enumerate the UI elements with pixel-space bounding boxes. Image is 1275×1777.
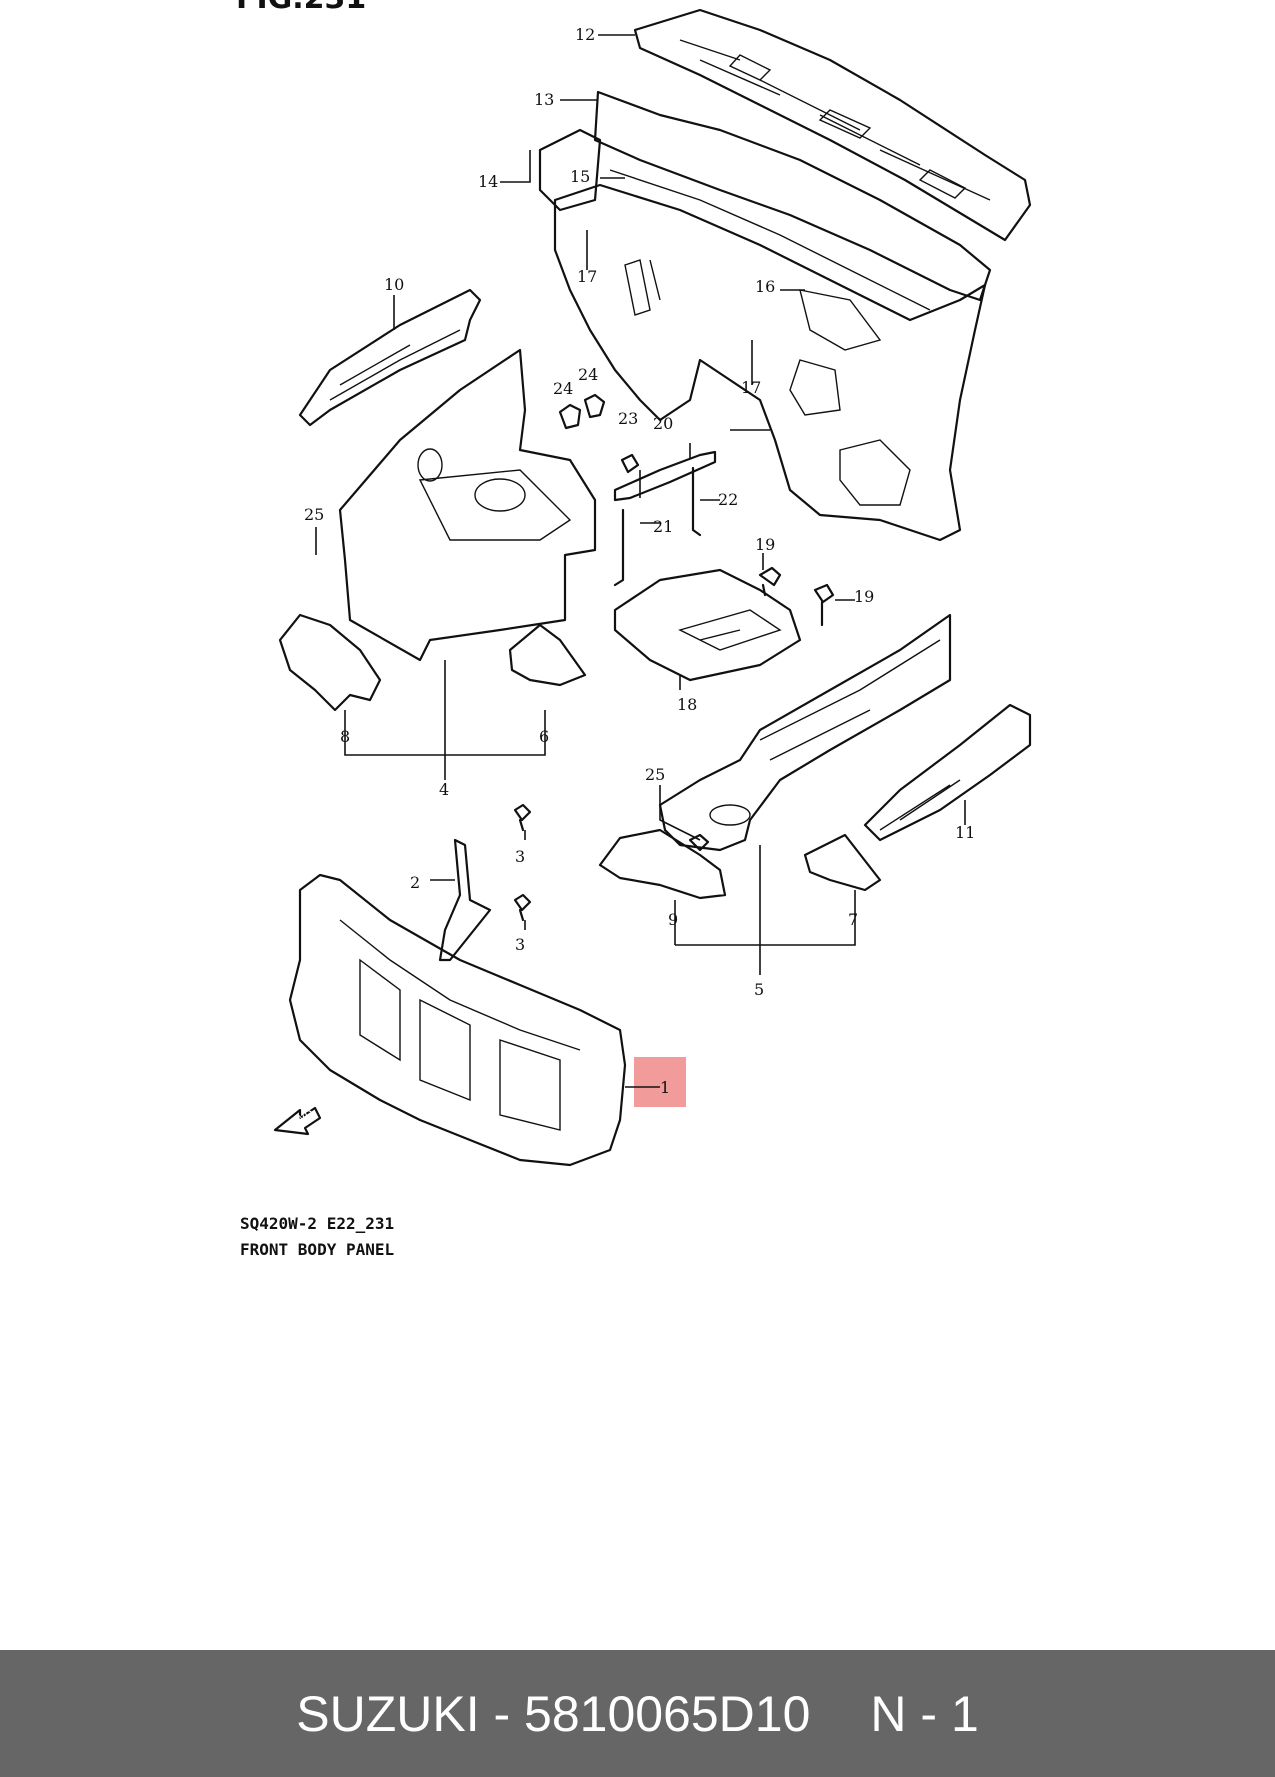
part-dash-panel-lower	[553, 183, 987, 542]
callout-17-right: 17	[741, 378, 761, 397]
callout-1[interactable]: 1	[660, 1078, 670, 1097]
callout-9: 9	[668, 910, 678, 929]
part-member-extension	[863, 703, 1032, 842]
callout-17-left: 17	[577, 267, 597, 286]
part-number-label: SUZUKI - 5810065D10	[296, 1685, 811, 1742]
callout-24-right: 24	[578, 365, 598, 384]
callout-4: 4	[439, 780, 449, 799]
part-info-bar: SUZUKI - 5810065D10 N - 1	[0, 1650, 1275, 1777]
callout-3-lower: 3	[515, 935, 525, 954]
callout-16: 16	[755, 277, 775, 296]
callout-highlight	[634, 1057, 686, 1107]
callout-12: 12	[575, 25, 595, 44]
callout-5: 5	[754, 980, 764, 999]
part-dash-panel-upper	[538, 90, 992, 311]
callout-22: 22	[718, 490, 738, 509]
callout-18: 18	[677, 695, 697, 714]
callout-10: 10	[384, 275, 404, 294]
callout-20: 20	[653, 414, 673, 433]
parts-diagram: FIG.231	[236, 0, 1032, 1167]
callout-8: 8	[340, 727, 350, 746]
quantity-label: N - 1	[870, 1685, 979, 1742]
callout-21: 21	[653, 517, 673, 536]
callout-19-right: 19	[854, 587, 874, 606]
leader-lines	[315, 34, 966, 1088]
callout-23: 23	[618, 409, 638, 428]
part-cowl-top-panel	[633, 8, 1032, 242]
callout-2: 2	[410, 873, 420, 892]
callout-24-left: 24	[553, 379, 573, 398]
part-small-brackets	[558, 393, 717, 587]
fwd-arrow-icon	[273, 1106, 322, 1136]
callout-7: 7	[848, 910, 858, 929]
part-brackets-9-7	[598, 828, 882, 900]
callout-labels: 12 13 14 15 17 16 17 10 24 24 23 20 22 2…	[304, 25, 975, 1097]
part-front-apron	[338, 348, 597, 662]
callout-19-top: 19	[755, 535, 775, 554]
part-strut-reinforcement	[298, 288, 482, 427]
part-brackets-8-6	[278, 613, 587, 712]
callout-14: 14	[478, 172, 498, 191]
fwd-label: FWD	[287, 1107, 316, 1131]
callout-11: 11	[955, 823, 975, 842]
part-front-side-member	[658, 613, 952, 852]
callout-25-lower: 25	[645, 765, 665, 784]
diagram-title: FRONT BODY PANEL	[240, 1240, 395, 1259]
part-hood-lock-brace	[438, 803, 532, 962]
part-radiator-core-support	[288, 873, 627, 1167]
callout-3-upper: 3	[515, 847, 525, 866]
callout-6: 6	[539, 727, 549, 746]
part-bolts-19	[758, 566, 835, 627]
callout-15: 15	[570, 167, 590, 186]
diagram-code: SQ420W-2 E22_231	[240, 1214, 395, 1233]
part-battery-tray	[613, 568, 802, 682]
callout-25-upper: 25	[304, 505, 324, 524]
figure-title: FIG.231	[236, 0, 366, 16]
callout-13: 13	[534, 90, 554, 109]
